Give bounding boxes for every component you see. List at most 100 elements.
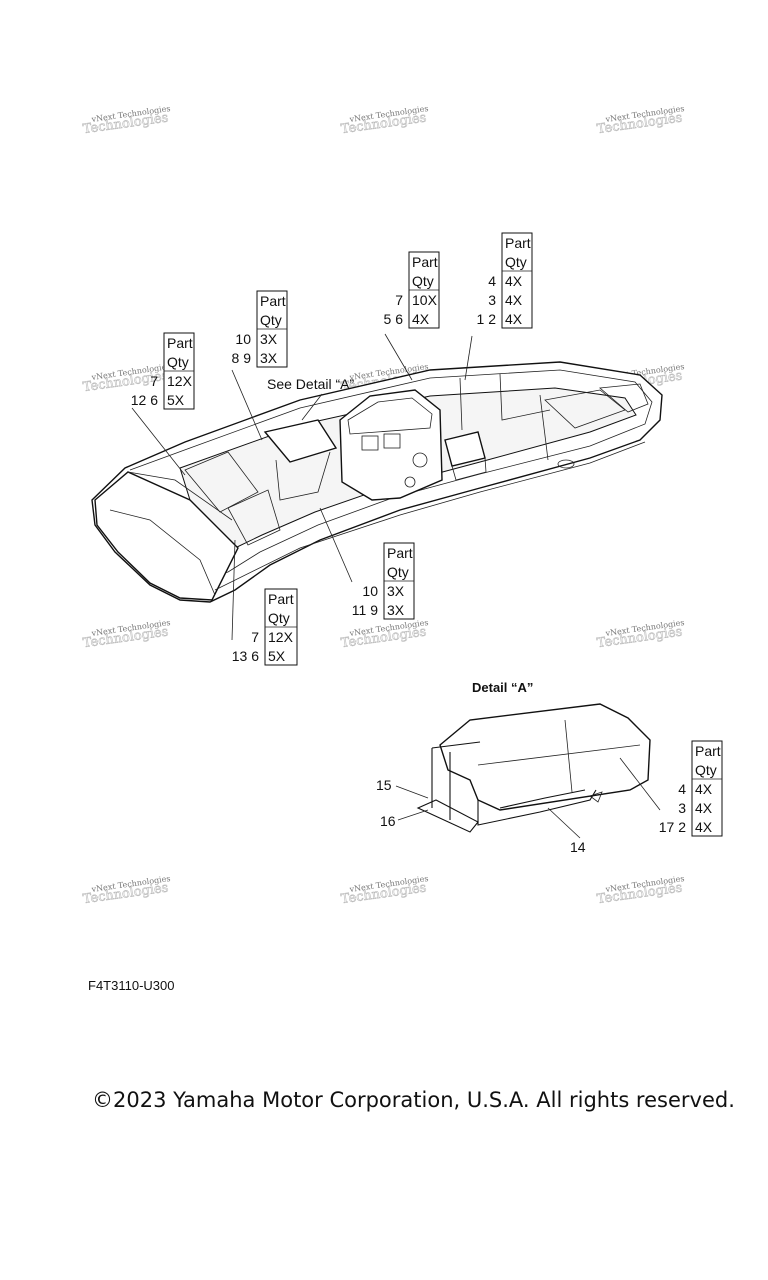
table-part-number: 4	[678, 781, 686, 797]
front-seat-base	[275, 451, 331, 501]
table-part-number: 7	[150, 373, 158, 389]
table-qty-cell: 12X	[167, 373, 193, 389]
aft-deck-panel	[599, 383, 649, 413]
table-qty-cell: 4X	[695, 781, 713, 797]
table-part-number: 7	[395, 292, 403, 308]
table-header-qty: Qty	[412, 273, 434, 289]
diagram-code: F4T3110-U300	[88, 978, 175, 993]
table-header-part: Part	[268, 591, 294, 607]
hull-strake	[214, 441, 646, 591]
leader-line	[319, 507, 353, 583]
console-steering	[412, 452, 428, 468]
table-header-part: Part	[167, 335, 193, 351]
bow-seat	[227, 489, 281, 546]
table-qty-cell: 3X	[260, 350, 278, 366]
callout-leader-16	[397, 809, 429, 821]
leader-line	[301, 393, 323, 421]
seat-rail	[477, 789, 597, 826]
table-qty-cell: 4X	[505, 273, 523, 289]
table-qty-cell: 5X	[167, 392, 185, 408]
table-part-number: 5 6	[384, 311, 404, 327]
watermark: Technologies vNext Technologies	[340, 874, 429, 908]
bow-seat	[184, 451, 259, 513]
boat-hull-drawing	[91, 361, 663, 603]
see-detail-label: See Detail “A”	[267, 376, 354, 392]
leader-lines	[131, 333, 473, 641]
table-header-part: Part	[505, 235, 531, 251]
table-qty-cell: 4X	[412, 311, 430, 327]
bow-deck	[94, 471, 239, 601]
table-part-number: 10	[235, 331, 251, 347]
table-header-qty: Qty	[695, 762, 717, 778]
leader-line	[231, 539, 236, 641]
leader-line	[131, 407, 186, 476]
gunwale-line	[129, 369, 653, 581]
hull-badge	[557, 459, 575, 469]
table-header-qty: Qty	[167, 354, 189, 370]
seat-cushion-seam	[477, 744, 641, 766]
table-border	[501, 232, 533, 329]
watermark: Technologies vNext Technologies	[340, 618, 429, 652]
watermark: Technologies vNext Technologies	[596, 104, 685, 138]
table-header-qty: Qty	[387, 564, 409, 580]
table-part-number: 4	[488, 273, 496, 289]
console-gauge	[361, 435, 379, 451]
table-part-number: 3	[678, 800, 686, 816]
aft-bulkhead	[459, 373, 551, 461]
detail-a-drawing: Detail “A” 15 16 14	[376, 680, 661, 855]
table-qty-cell: 3X	[387, 602, 405, 618]
bow-panel-line	[109, 509, 216, 596]
seat-base-plate	[416, 799, 479, 833]
table-qty-cell: 4X	[695, 819, 713, 835]
watermark: Technologies vNext Technologies	[82, 618, 171, 652]
leader-line	[464, 335, 473, 381]
table-qty-cell: 3X	[387, 583, 405, 599]
seat-cushion-seam	[564, 719, 573, 793]
table-header-qty: Qty	[505, 254, 527, 270]
table-part-number: 17 2	[659, 819, 686, 835]
callout-14: 14	[570, 839, 586, 855]
table-header-part: Part	[412, 254, 438, 270]
table-qty-cell: 10X	[412, 292, 438, 308]
table-border	[691, 740, 723, 837]
table-header-qty: Qty	[260, 312, 282, 328]
table-part-number: 3	[488, 292, 496, 308]
copyright-notice: ©2023 Yamaha Motor Corporation, U.S.A. A…	[92, 1088, 735, 1112]
console-hatch	[404, 476, 416, 488]
table-qty-cell: 5X	[268, 648, 286, 664]
table-qty-cell: 12X	[268, 629, 294, 645]
watermark: Technologies vNext Technologies	[82, 874, 171, 908]
rear-seat-base	[451, 457, 487, 481]
aft-deck-panel	[544, 389, 626, 429]
console-gauge	[383, 433, 401, 449]
callout-leader-14	[547, 807, 581, 839]
table-part-number: 8 9	[232, 350, 252, 366]
watermark: Technologies vNext Technologies	[596, 874, 685, 908]
watermark: Technologies vNext Technologies	[82, 104, 171, 138]
leader-line	[231, 369, 263, 441]
table-header-part: Part	[695, 743, 721, 759]
seat-foot	[589, 791, 603, 803]
seat-rail	[499, 789, 586, 809]
table-qty-cell: 4X	[505, 292, 523, 308]
watermark: Technologies vNext Technologies	[340, 104, 429, 138]
table-qty-cell: 4X	[695, 800, 713, 816]
front-seat	[263, 419, 338, 463]
table-header-part: Part	[260, 293, 286, 309]
bow-panel-line	[127, 471, 233, 521]
callout-16: 16	[380, 813, 396, 829]
watermark: Technologies vNext Technologies	[82, 362, 171, 396]
detail-a-title: Detail “A”	[472, 680, 533, 695]
table-part-number: 12 6	[131, 392, 158, 408]
seat-frame	[431, 741, 481, 820]
table-part-number: 1 2	[477, 311, 497, 327]
